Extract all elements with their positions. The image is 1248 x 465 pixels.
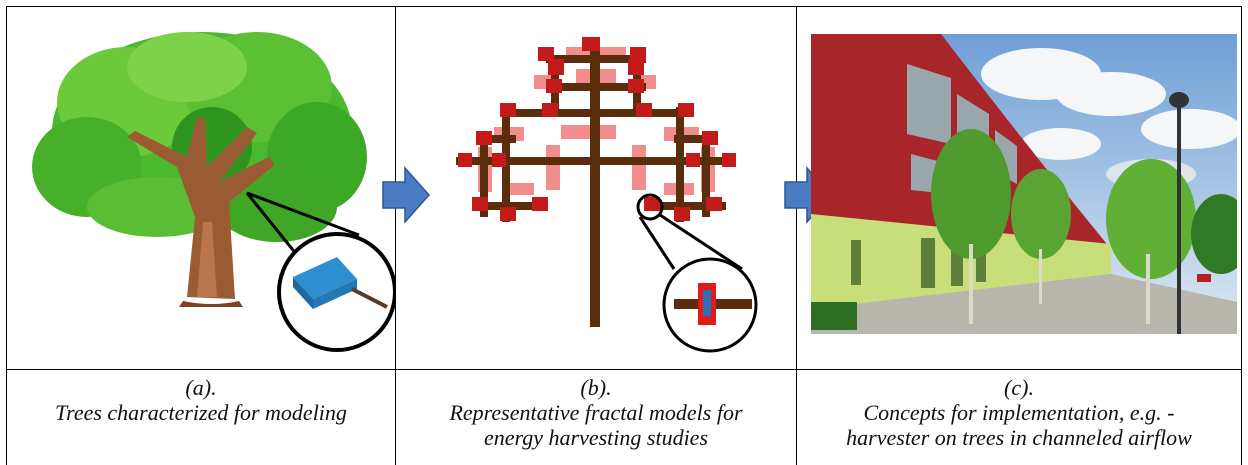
table-right-border: [1241, 6, 1242, 465]
table-left-border: [6, 6, 7, 465]
clouds: [981, 48, 1237, 189]
caption-a-label: (a).: [185, 375, 217, 400]
figure-table: (a). Trees characterized for modeling (b…: [6, 6, 1242, 465]
sensor-icon: [293, 257, 388, 309]
pavement: [811, 274, 1237, 334]
panel-b-fractal-model: [396, 7, 796, 369]
table-row-divider: [6, 369, 1242, 370]
caption-a-text: Trees characterized for modeling: [55, 400, 347, 425]
tree-canopy: [32, 32, 367, 242]
caption-b-text-2: energy harvesting studies: [483, 425, 709, 450]
panel-a-tree-illustration: [7, 7, 395, 369]
sensor-callout: [245, 191, 395, 352]
tree-trunk: [127, 117, 275, 307]
panel-c-building-photo: [811, 34, 1237, 334]
shrubs: [811, 302, 857, 330]
caption-c: (c). Concepts for implementation, e.g. -…: [797, 375, 1241, 450]
column-divider-1: [395, 6, 396, 465]
fractal-nodes: [458, 37, 736, 221]
table-top-border: [6, 6, 1242, 7]
caption-b: (b). Representative fractal models for e…: [396, 375, 796, 450]
street-lamp: [1169, 92, 1189, 334]
column-divider-2: [796, 6, 797, 465]
right-arrow-icon: [381, 166, 431, 224]
caption-c-label: (c).: [1004, 375, 1034, 400]
caption-b-label: (b).: [580, 375, 612, 400]
caption-a: (a). Trees characterized for modeling: [7, 375, 395, 425]
street-trees: [931, 129, 1237, 324]
caption-b-text-1: Representative fractal models for: [449, 400, 743, 425]
parked-car: [1197, 274, 1211, 282]
caption-c-text-2: harvester on trees in channeled airflow: [846, 425, 1192, 450]
caption-c-text-1: Concepts for implementation, e.g. -: [863, 400, 1175, 425]
harvester-callout: [636, 193, 758, 353]
